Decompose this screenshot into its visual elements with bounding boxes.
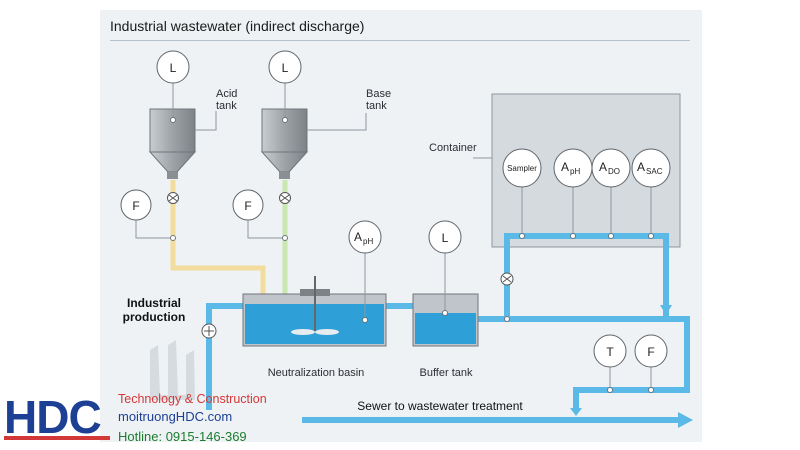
industrial-production-label-2: production [123, 310, 186, 324]
acid-flow-instrument [120, 189, 152, 221]
factory-icon [150, 340, 195, 400]
basin-ph-instrument [348, 220, 382, 254]
watermark-tagline: Technology & Construction [118, 392, 267, 406]
container-label: Container [429, 142, 477, 154]
container-do-instrument [591, 148, 631, 188]
base-tank-label-2: tank [366, 100, 387, 112]
page-title: Industrial wastewater (indirect discharg… [110, 18, 365, 34]
sampler-instrument [502, 148, 542, 188]
base-level-instrument [268, 50, 302, 84]
base-valve [279, 192, 291, 204]
container-do-label: ADO [599, 160, 620, 176]
neutralization-basin-label: Neutralization basin [268, 367, 365, 379]
temperature-instrument [593, 334, 627, 368]
base-tank-label-1: Base [366, 88, 391, 100]
container-sac-label: ASAC [637, 160, 663, 176]
sewer-label: Sewer to wastewater treatment [357, 399, 523, 413]
logo-underline [4, 436, 110, 440]
container-ph-label: ApH [561, 160, 580, 176]
sampler-label: Sampler [507, 164, 537, 173]
buffer-tank [412, 293, 479, 347]
neutralization-basin [242, 276, 387, 347]
base-flow-instrument [232, 189, 264, 221]
base-level-letter: L [282, 61, 289, 75]
acid-valve [167, 192, 179, 204]
title-divider [110, 40, 690, 41]
recirculation-pump [500, 272, 514, 286]
container-sac-instrument [631, 148, 671, 188]
outflow-letter: F [647, 345, 654, 359]
watermark-hotline: Hotline: 0915-146-369 [118, 429, 247, 444]
watermark-website: moitruongHDC.com [118, 409, 233, 424]
acid-tank-label-2: tank [216, 100, 237, 112]
industrial-production-label-1: Industrial [127, 296, 181, 310]
temperature-letter: T [606, 345, 614, 359]
inlet-pump [201, 323, 217, 339]
outflow-instrument [634, 334, 668, 368]
acid-tank-label-1: Acid [216, 88, 237, 100]
acid-level-instrument [156, 50, 190, 84]
buffer-level-instrument [428, 220, 462, 254]
acid-level-letter: L [170, 61, 177, 75]
basin-ph-label: ApH [354, 230, 373, 246]
base-flow-letter: F [244, 199, 251, 213]
acid-dosing-line [170, 180, 266, 295]
buffer-level-letter: L [442, 231, 449, 245]
acid-flow-letter: F [132, 199, 139, 213]
hdc-logo: HDC [4, 391, 102, 443]
buffer-tank-label: Buffer tank [420, 367, 473, 379]
